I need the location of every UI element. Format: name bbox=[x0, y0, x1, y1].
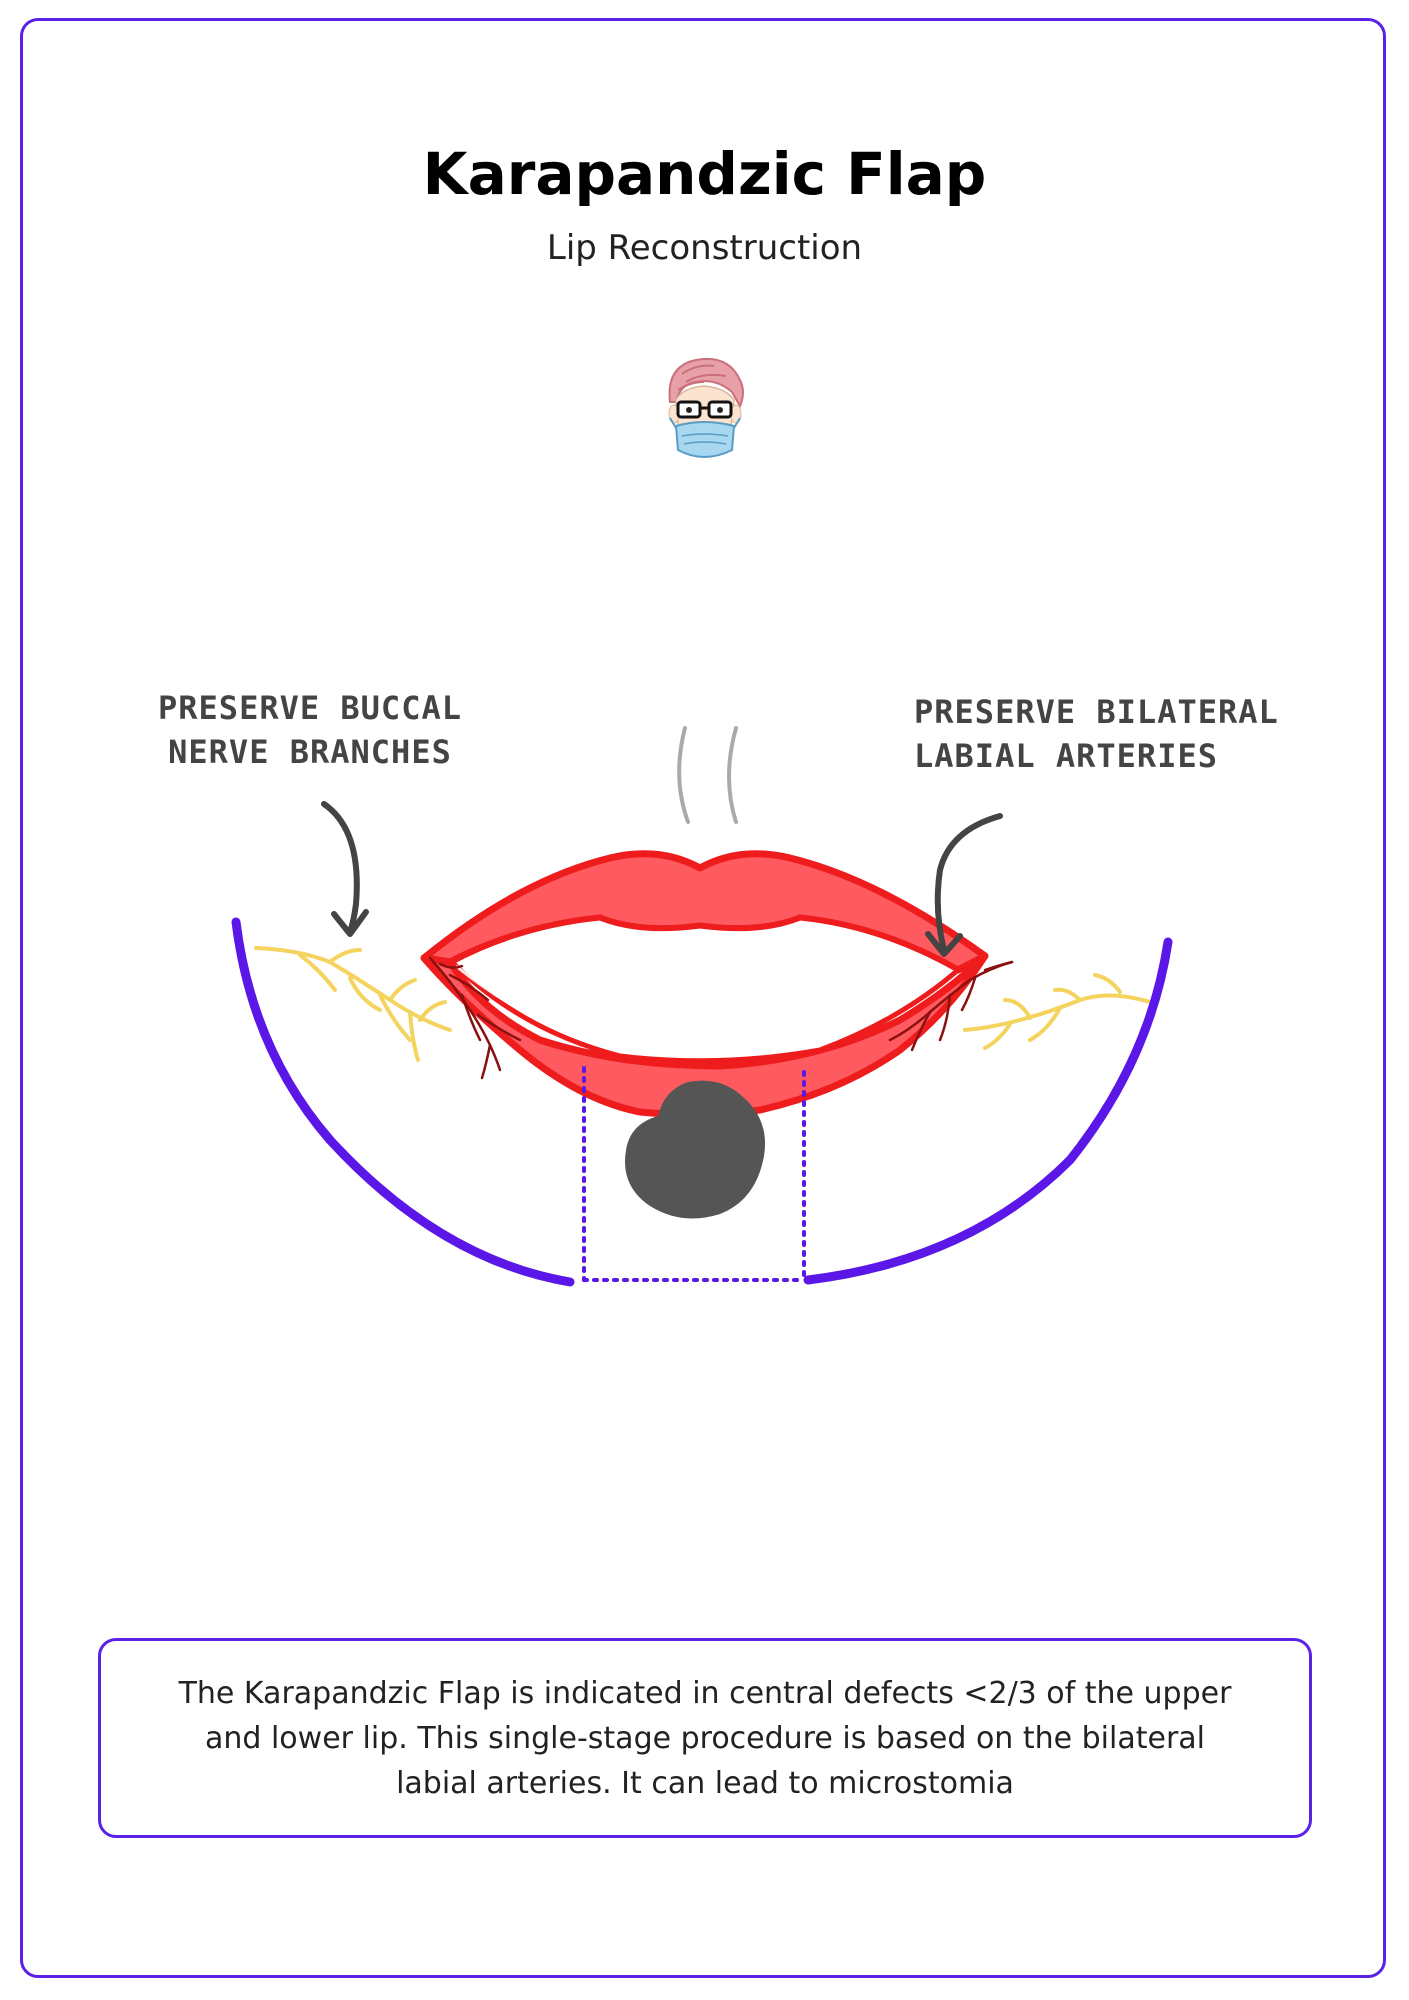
buccal-nerve-arrow bbox=[321, 801, 369, 937]
right-nasal-line bbox=[727, 726, 738, 824]
oral-aperture bbox=[449, 915, 961, 1064]
annotation-arteries-line1: PRESERVE BILATERAL bbox=[914, 693, 1279, 731]
left-buccal-nerve bbox=[254, 946, 452, 1062]
page-frame bbox=[20, 18, 1386, 1978]
note-text: The Karapandzic Flap is indicated in cen… bbox=[178, 1675, 1232, 1801]
karapandzic-diagram bbox=[231, 726, 1173, 1287]
page-title: Karapandzic Flap bbox=[422, 140, 987, 208]
annotation-buccal-line2: NERVE BRANCHES bbox=[168, 733, 452, 771]
labial-artery-arrow bbox=[925, 813, 1003, 957]
note-box: The Karapandzic Flap is indicated in cen… bbox=[98, 1638, 1312, 1838]
right-labial-artery bbox=[888, 960, 1014, 1052]
left-labial-artery bbox=[428, 956, 522, 1080]
lower-lip bbox=[420, 952, 989, 1119]
annotation-buccal-line1: PRESERVE BUCCAL bbox=[158, 689, 462, 727]
right-incision-arc bbox=[803, 937, 1173, 1285]
right-buccal-nerve bbox=[963, 973, 1152, 1050]
annotation-labial-arteries: PRESERVE BILATERAL LABIAL ARTERIES bbox=[914, 690, 1279, 778]
page-subtitle: Lip Reconstruction bbox=[546, 228, 863, 268]
excision-outline bbox=[582, 1066, 806, 1282]
left-incision-arc bbox=[231, 917, 575, 1287]
annotation-buccal-nerve: PRESERVE BUCCAL NERVE BRANCHES bbox=[158, 686, 462, 774]
left-nasal-line bbox=[677, 726, 690, 824]
surgeon-avatar-icon bbox=[668, 358, 744, 458]
lip-defect bbox=[625, 1080, 766, 1219]
annotation-arteries-line2: LABIAL ARTERIES bbox=[914, 737, 1218, 775]
